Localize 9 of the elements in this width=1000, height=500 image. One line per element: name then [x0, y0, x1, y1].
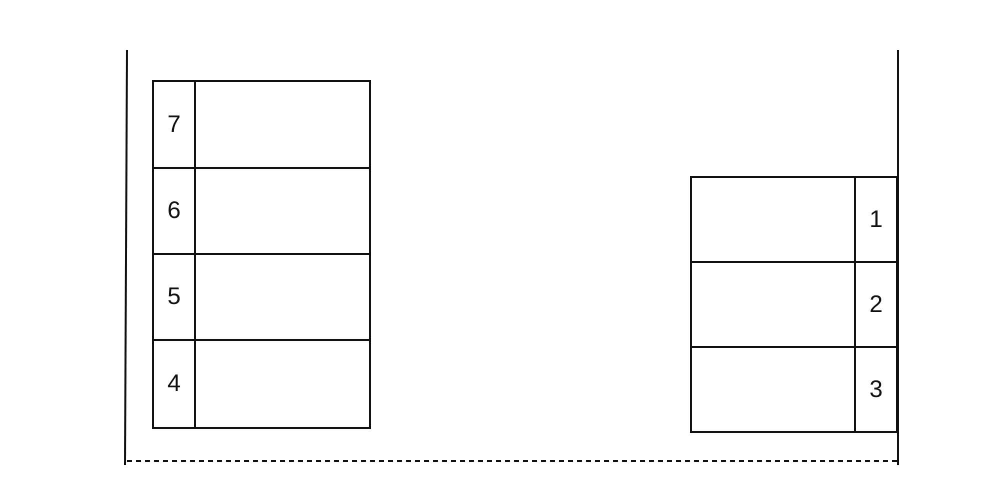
- numbered-slot: [690, 346, 898, 433]
- numbered-slot: [152, 80, 371, 169]
- numbered-slot: [690, 176, 898, 263]
- slot-number: 4: [154, 341, 196, 427]
- slot-number: 3: [854, 348, 896, 431]
- numbered-slot: [152, 167, 371, 255]
- numbered-slot: [152, 339, 371, 429]
- numbered-slot: [152, 253, 371, 341]
- numbered-slot: [690, 261, 898, 348]
